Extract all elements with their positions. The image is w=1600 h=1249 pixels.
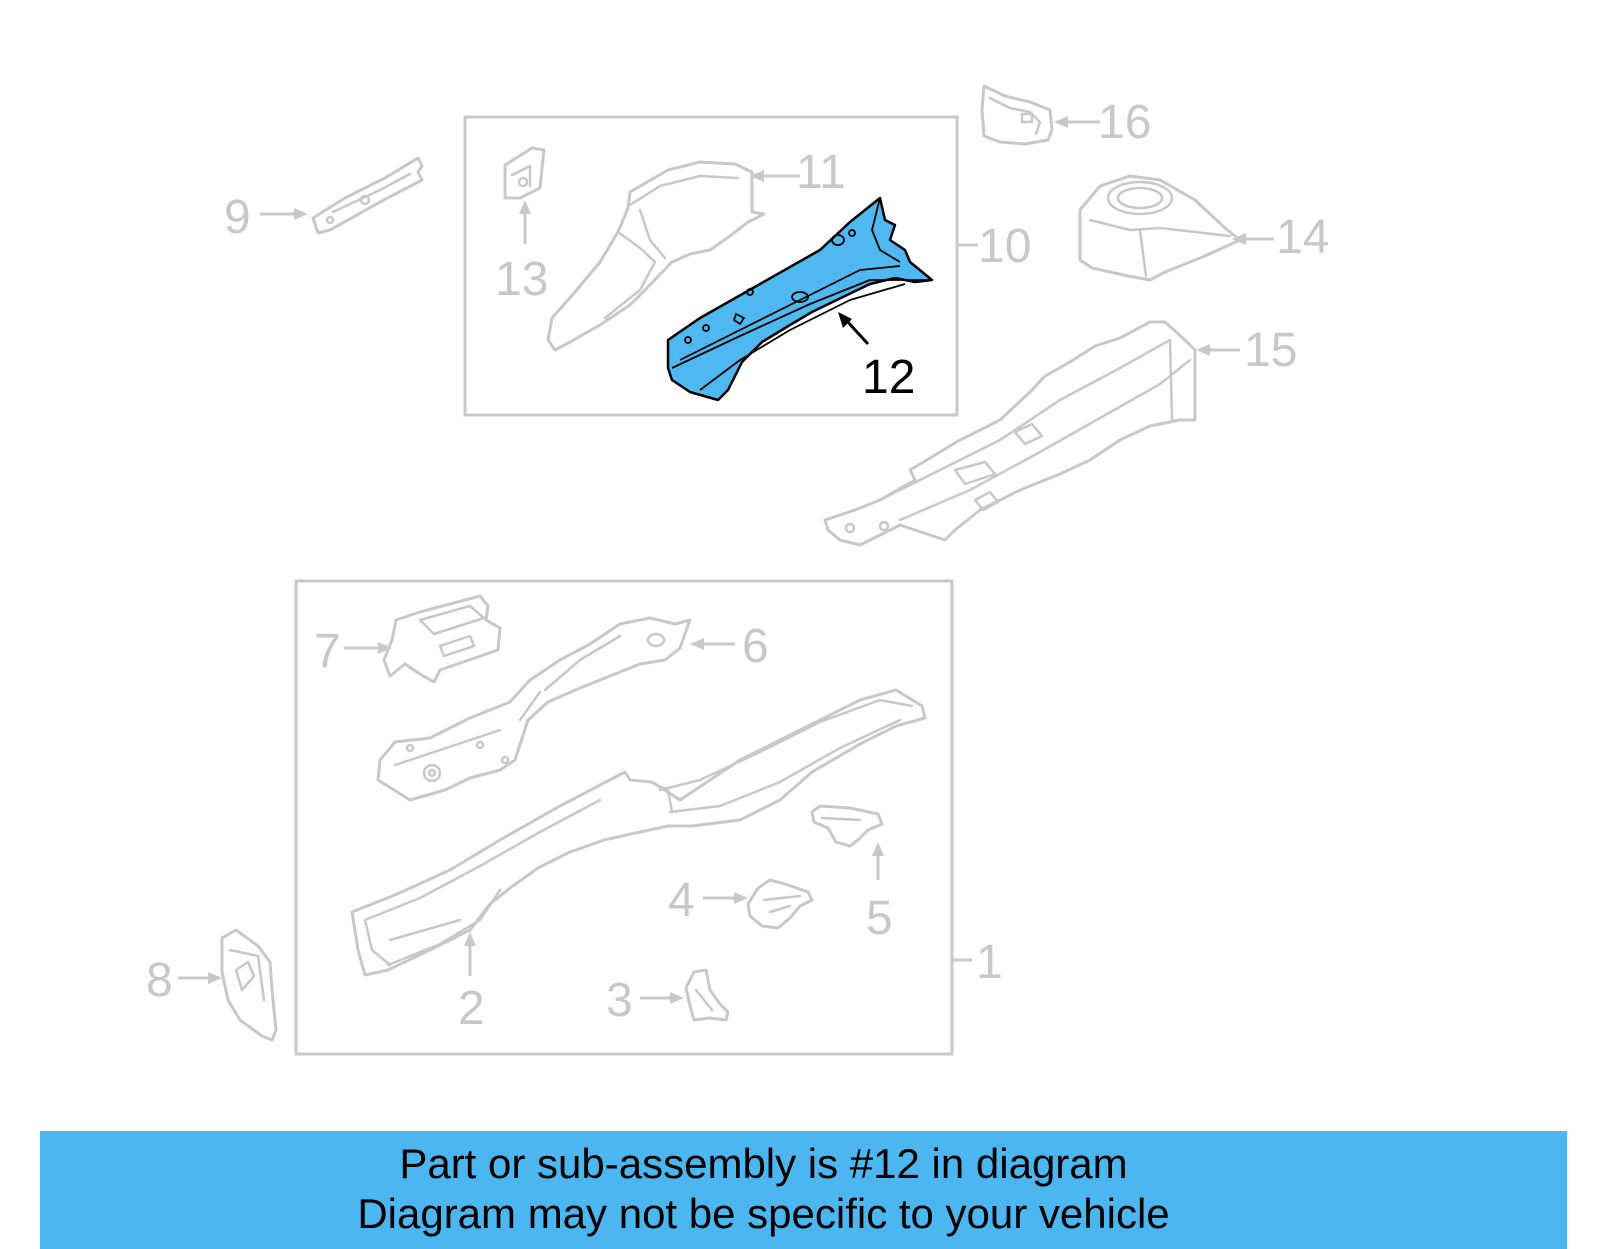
leader-2 [464,932,476,976]
group-frame-10 [463,115,959,417]
callout-11: 11 [796,146,846,199]
callout-15: 15 [1244,324,1297,377]
part-16[interactable] [980,84,1054,146]
callout-2: 2 [458,982,485,1035]
part-12[interactable] [666,196,934,402]
leader-16 [1054,116,1100,128]
leader-9 [260,208,308,220]
leader-13 [519,200,531,244]
part-2[interactable] [350,688,927,977]
callout-9: 9 [224,191,251,244]
callout-12: 12 [862,351,915,404]
part-4[interactable] [746,878,814,930]
part-11[interactable] [546,160,766,352]
leader-15 [1196,344,1240,356]
callout-1: 1 [976,936,1003,989]
part-6[interactable] [376,616,692,802]
part-15[interactable] [823,320,1197,547]
part-9[interactable] [311,156,424,235]
leader-14 [1232,233,1274,245]
info-banner: Part or sub-assembly is #12 in diagram D… [40,1131,1567,1249]
leader-12 [838,312,870,346]
part-13[interactable] [503,146,546,200]
part-14[interactable] [1078,174,1242,282]
callout-5: 5 [866,892,893,945]
banner-line-2: Diagram may not be specific to your vehi… [357,1190,1170,1237]
part-7[interactable] [382,594,502,684]
leader-4 [703,892,748,904]
leader-11 [750,170,800,182]
callout-3: 3 [606,974,633,1027]
callout-14: 14 [1276,211,1329,264]
callout-7: 7 [314,625,341,678]
leader-5 [872,842,884,880]
leader-8 [178,972,222,984]
part-3[interactable] [684,968,730,1022]
callout-4: 4 [668,874,695,927]
callout-6: 6 [742,620,769,673]
banner-line-1: Part or sub-assembly is #12 in diagram [399,1140,1128,1187]
callout-10: 10 [978,220,1031,273]
callout-16: 16 [1098,96,1151,149]
leader-6 [690,638,735,650]
callout-13: 13 [495,253,548,306]
callout-8: 8 [146,954,173,1007]
leader-7 [344,642,392,654]
group-frame-1 [294,579,954,1056]
leader-3 [640,992,684,1004]
part-8[interactable] [220,928,278,1042]
part-5[interactable] [810,804,884,848]
